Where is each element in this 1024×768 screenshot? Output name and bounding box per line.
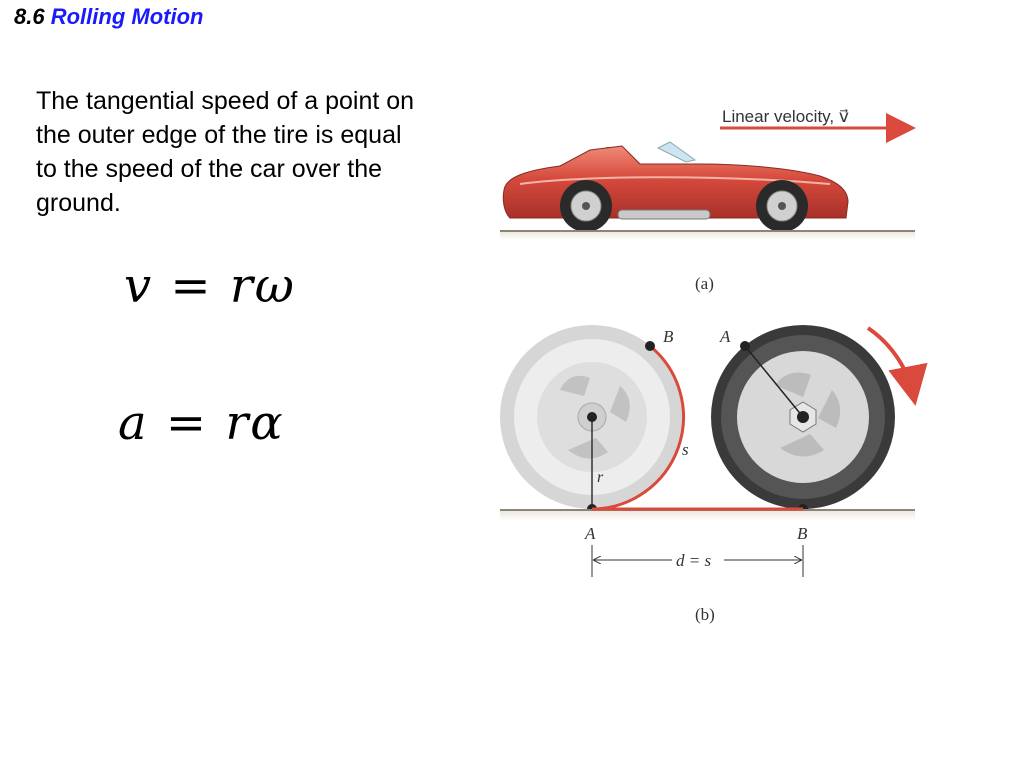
point-A-top bbox=[740, 341, 750, 351]
svg-text:(a): (a) bbox=[695, 274, 714, 293]
rotation-arrow bbox=[866, 326, 928, 406]
label-A-bottom: A bbox=[584, 524, 596, 543]
point-B-top bbox=[645, 341, 655, 351]
label-r: r bbox=[597, 469, 604, 486]
caption-a: (a) bbox=[695, 274, 714, 293]
distance-label: d = s bbox=[676, 551, 711, 570]
slide-title: 8.6 Rolling Motion bbox=[14, 4, 203, 30]
label-A-top: A bbox=[719, 327, 731, 346]
velocity-equation: v = rω bbox=[124, 258, 296, 314]
car-illustration bbox=[502, 141, 849, 232]
arc-s bbox=[591, 344, 685, 511]
svg-text:Linear velocity, v⃗: Linear velocity, v⃗ bbox=[722, 107, 849, 126]
linear-velocity-label: Linear velocity, v⃗ bbox=[722, 107, 849, 126]
acceleration-equation: a = rα bbox=[118, 395, 285, 451]
explanation-text: The tangential speed of a point on the o… bbox=[36, 87, 415, 217]
section-number: 8.6 bbox=[14, 4, 45, 29]
label-s: s bbox=[682, 440, 689, 459]
section-name: Rolling Motion bbox=[50, 4, 204, 29]
caption-b: (b) bbox=[695, 605, 715, 624]
ground-b bbox=[500, 509, 915, 521]
ground-a bbox=[500, 230, 915, 240]
label-B-top: B bbox=[663, 327, 674, 346]
rolling-motion-figure: Linear velocity, v⃗ (a) bbox=[500, 107, 928, 624]
svg-text:(b): (b) bbox=[695, 605, 715, 624]
label-B-bottom: B bbox=[797, 524, 808, 543]
